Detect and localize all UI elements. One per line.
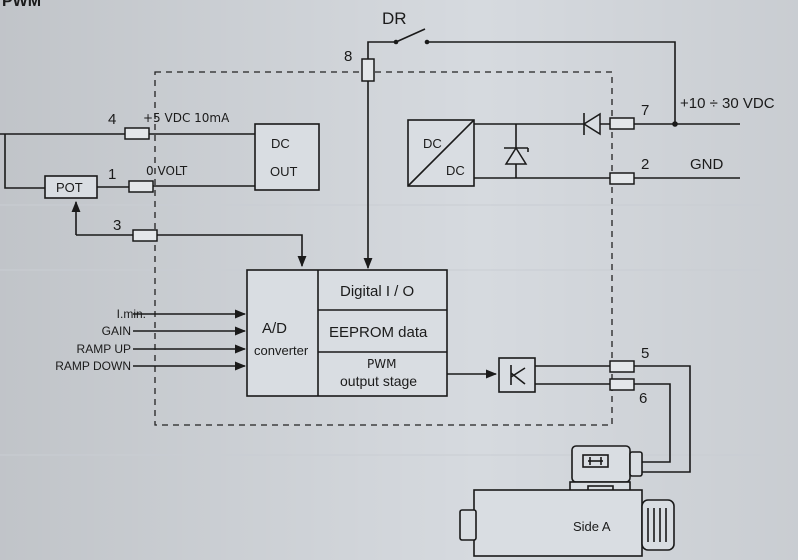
supply-junction [672,121,678,127]
terminal-6 [609,378,635,391]
input-label-ramp-down: RAMP DOWN [55,359,131,373]
pwm-line2: output stage [340,373,417,389]
dc-out-line2: OUT [270,164,298,179]
switch-lead-left [367,41,396,60]
terminal-2 [609,172,635,185]
terminal-2-label: 2 [641,156,649,173]
terminal-3-label: 3 [113,217,121,234]
header-title: PWM [2,0,41,10]
switch-supply-wire [427,41,676,124]
terminal-8 [361,58,375,82]
zero-volt-label: 0 VOLT [146,164,188,178]
terminal-5-label: 5 [641,345,649,362]
supply-voltage-label: +10 ÷ 30 VDC [680,95,775,112]
switch-contact [393,39,399,45]
dcdc-in-label: DC [423,136,442,151]
pwm-line1: PWM [367,357,396,371]
controller-block [246,269,448,397]
dcdc-diagonal [407,119,475,187]
valve-side-label: Side A [573,519,611,534]
dc-out-line1: DC [271,136,290,151]
dcdc-out-label: DC [446,163,465,178]
dc-out-block [254,123,320,191]
terminal-1-label: 1 [108,166,116,183]
zener-bar [504,147,529,152]
terminal-4-label: 4 [108,111,116,128]
input-label-gain: GAIN [102,324,131,338]
solenoid-valve-icon [459,445,675,557]
terminal-8-label: 8 [344,48,352,65]
digital-io-module: Digital I / O [340,283,414,300]
switch-label: DR [382,9,407,28]
adc-line1: A/D [262,320,287,337]
ground-label: GND [690,156,724,173]
pot-left-wire [4,134,45,189]
terminal-6-label: 6 [639,390,647,407]
wiper-to-adc [157,234,307,268]
transistor-icon [510,365,526,385]
plus5-label: +5 VDC 10mA [143,111,230,125]
terminal-1 [128,180,154,193]
coil-wire-6 [535,383,671,463]
adc-line2: converter [254,343,309,358]
power-driver [498,357,536,393]
zener-diode-icon [504,146,528,165]
terminal-4 [124,127,150,140]
eeprom-module: EEPROM data [329,324,428,341]
terminal-3 [132,229,158,242]
input-label-imin: I.min. [117,307,146,321]
terminal-7 [609,117,635,130]
reverse-diode-icon [582,112,601,136]
pot-label: POT [56,180,83,195]
terminal-7-label: 7 [641,102,649,119]
switch-blade [395,28,426,43]
input-label-ramp-up: RAMP UP [77,342,131,356]
terminal-5 [609,360,635,373]
